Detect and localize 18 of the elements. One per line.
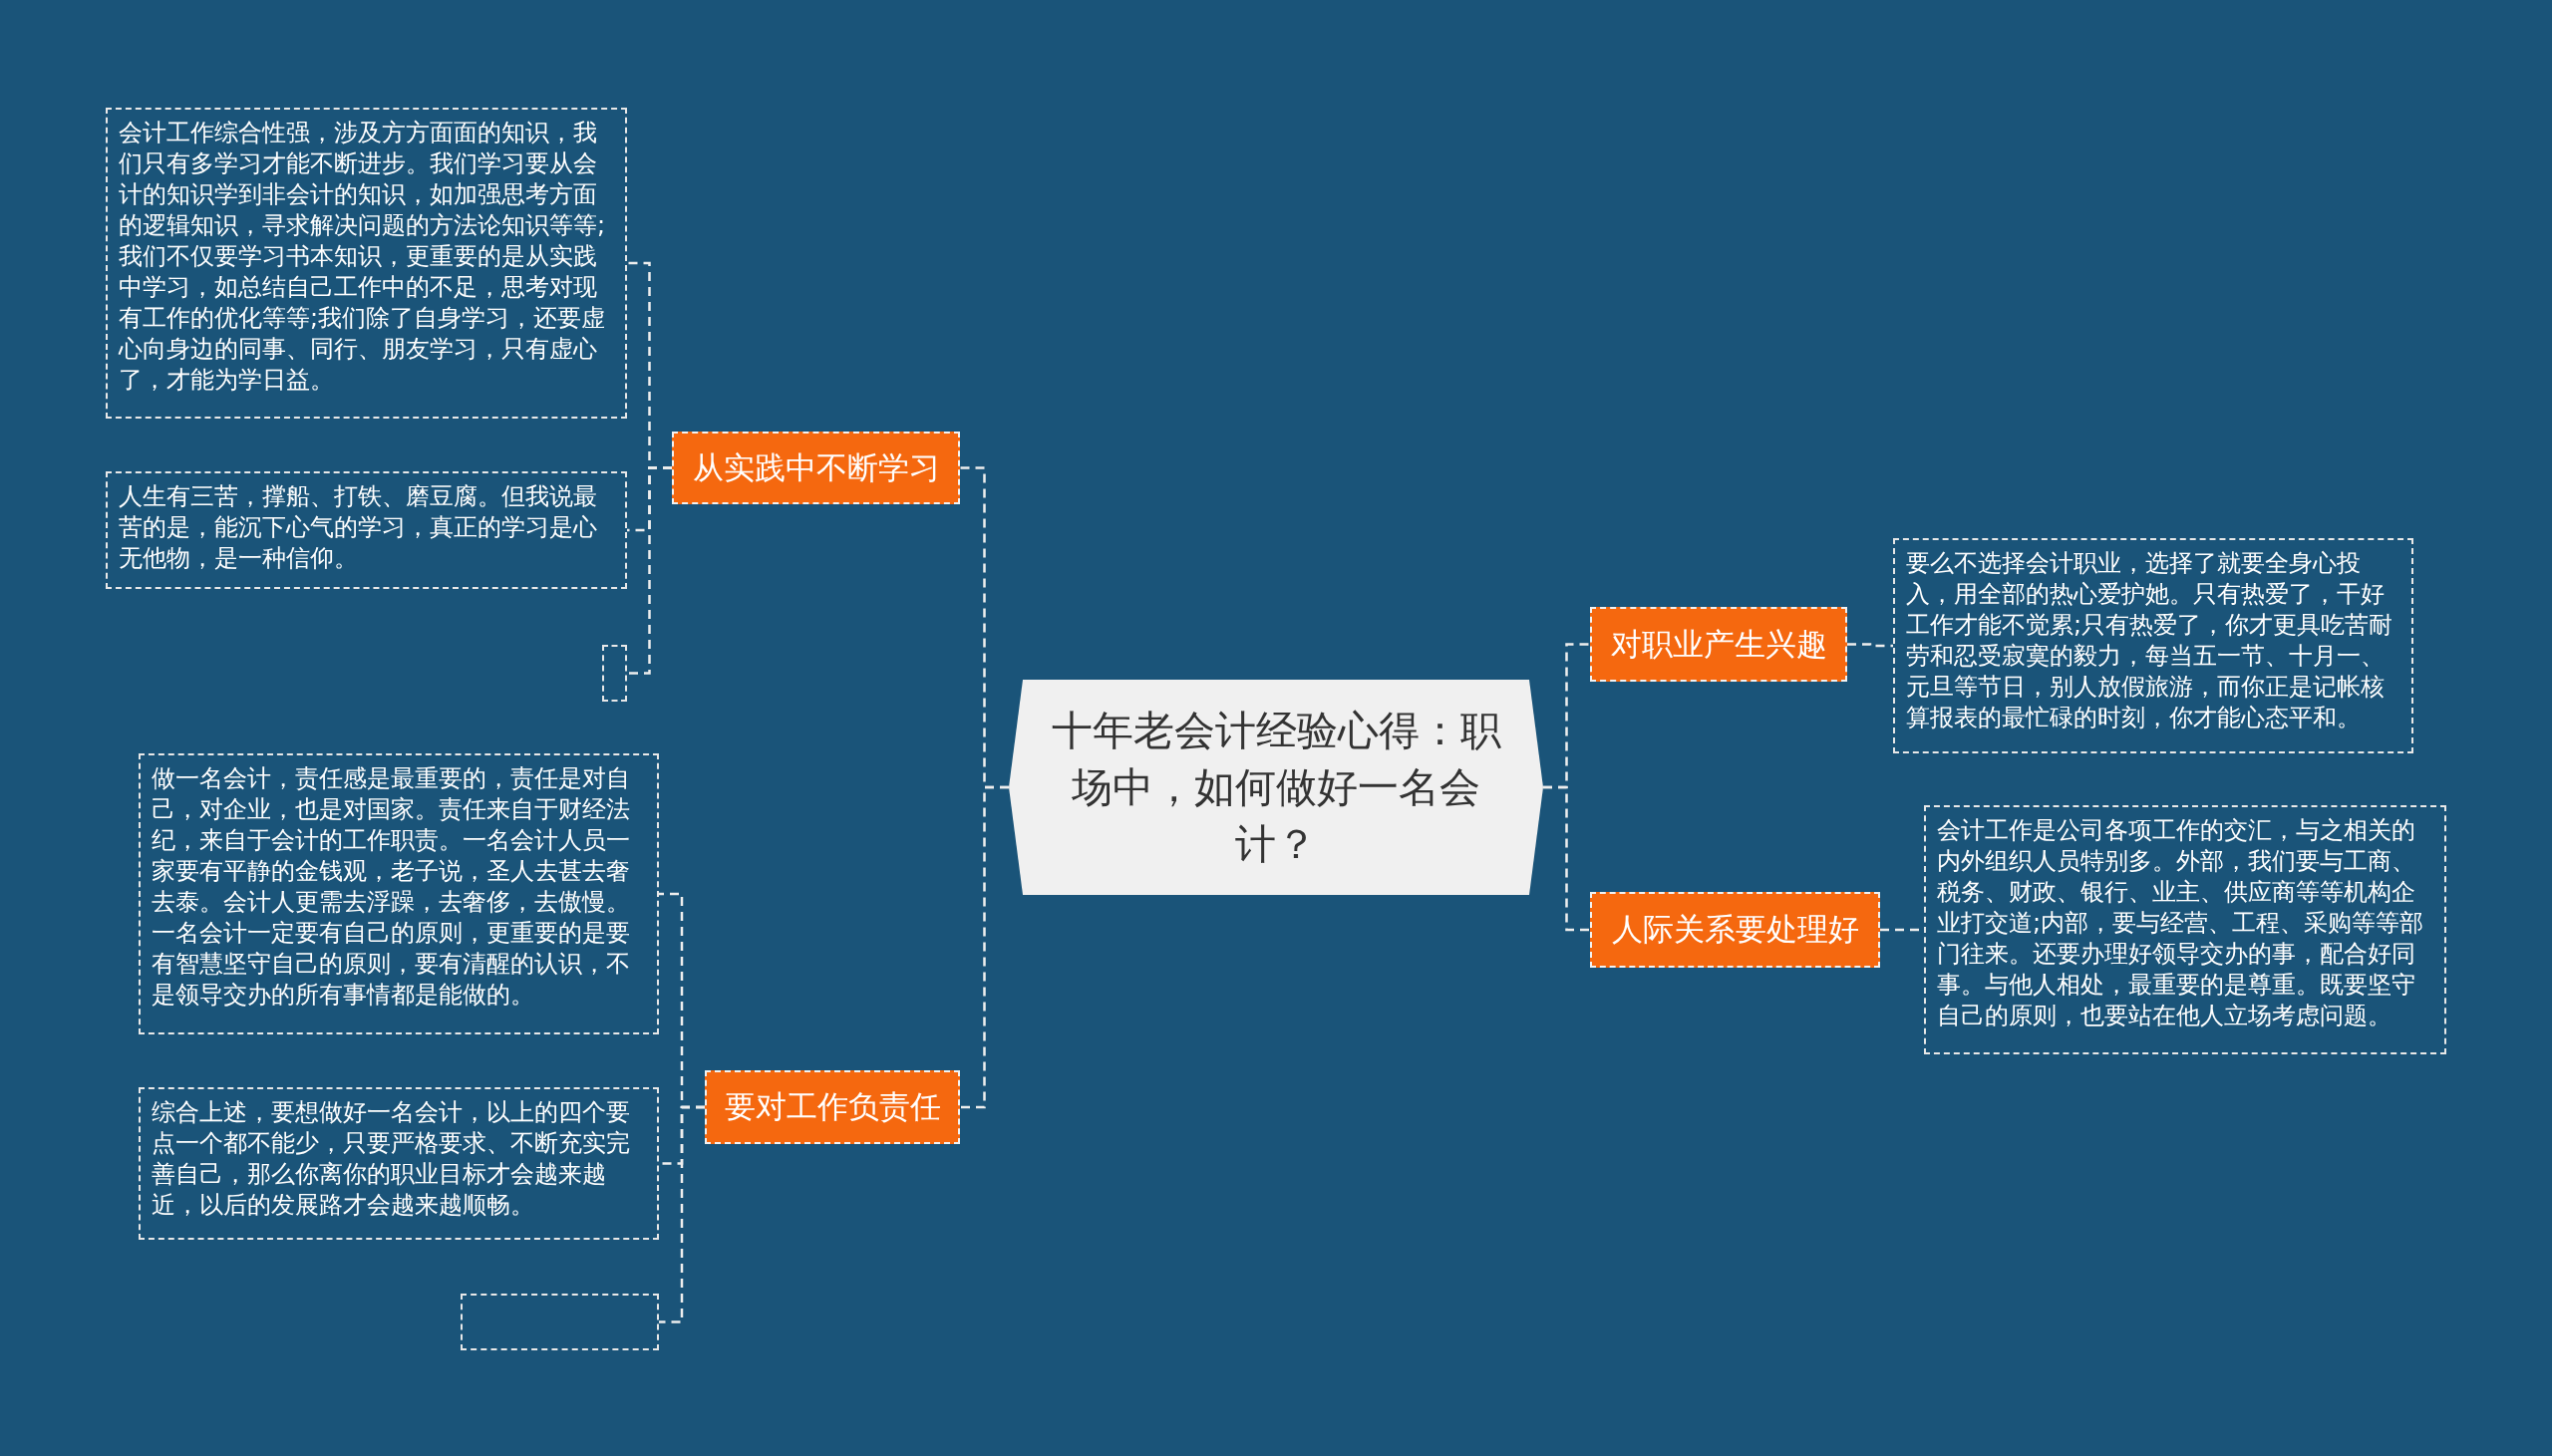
- note-box: 要么不选择会计职业，选择了就要全身心投入，用全部的热心爱护她。只有热爱了，干好工作才能不觉累;只有热爱了，你才更具吃苦耐劳和忍受寂寞的毅力，每当五一节、十月一、元旦等节日，别人放假旅游，而你正是记帐核算报表的最忙碌的时刻，你才能心态平和。: [1893, 538, 2413, 753]
- connector-line: [627, 466, 672, 675]
- note-box: 会计工作是公司各项工作的交汇，与之相关的内外组织人员特别多。外部，我们要与工商、税务、财政、银行、业主、供应商等等机构企业打交道;内部，要与经营、工程、采购等等部门往来。还要办理好领导交办的事，配合好同事。与他人相处，最重要的是尊重。既要坚守自己的原则，也要站在他人立场考虑问题。: [1924, 805, 2446, 1054]
- connector-line: [1543, 785, 1590, 932]
- connector-line: [659, 1105, 705, 1323]
- note-box: 综合上述，要想做好一名会计，以上的四个要点一个都不能少，只要严格要求、不断充实完善自己，那么你离你的职业目标才会越来越近，以后的发展路才会越来越顺畅。: [139, 1087, 659, 1240]
- note-box: 会计工作综合性强，涉及方方面面的知识，我们只有多学习才能不断进步。我们学习要从会计的知识学到非会计的知识，如加强思考方面的逻辑知识，寻求解决问题的方法论知识等等;我们不仅要学习书本知识，更重要的是从实践中学习，如总结自己工作中的不足，思考对现有工作的优化等等;我们除了自身学习，还要虚心向身边的同事、同行、朋友学习，只有虚心了，才能为学日益。: [106, 108, 627, 419]
- empty-box: [602, 645, 627, 702]
- note-box: 人生有三苦，撑船、打铁、磨豆腐。但我说最苦的是，能沉下心气的学习，真正的学习是心无他物，是一种信仰。: [106, 471, 627, 589]
- branch-box: 要对工作负责任: [705, 1070, 960, 1144]
- connector-line: [1847, 643, 1893, 648]
- branch-box: 人际关系要处理好: [1590, 892, 1880, 968]
- note-box: 做一名会计，责任感是最重要的，责任是对自己，对企业，也是对国家。责任来自于财经法纪，来自于会计的工作职责。一名会计人员一家要有平静的金钱观，老子说，圣人去甚去奢去泰。会计人更需去浮躁，去奢侈，去傲慢。一名会计一定要有自己的原则，更重要的是要有智慧坚守自己的原则，要有清醒的认识，不是领导交办的所有事情都是能做的。: [139, 753, 659, 1034]
- connector-line: [960, 785, 1009, 1109]
- branch-box: 从实践中不断学习: [672, 432, 960, 504]
- topic-text: 十年老会计经验心得：职场中，如何做好一名会计？: [1050, 705, 1502, 870]
- empty-box: [461, 1294, 659, 1350]
- branch-box: 对职业产生兴趣: [1590, 607, 1847, 682]
